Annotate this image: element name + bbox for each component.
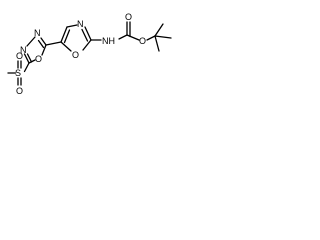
atom-label-n3prime: N xyxy=(77,19,84,29)
bond-c5-c5prime xyxy=(45,41,62,46)
bond-ester-o-cq xyxy=(146,35,156,41)
bond-n4-c5 xyxy=(40,37,47,46)
atom-label-carbonyl-o: O xyxy=(125,12,132,22)
bond-c2-n3-double xyxy=(26,53,33,63)
bond-n3prime-c2prime xyxy=(84,26,92,41)
bond-n3-n4 xyxy=(26,36,36,47)
atom-label-o1: O xyxy=(35,54,42,64)
atom-label-s: S xyxy=(15,68,21,78)
bond-cq-methyl-bottom xyxy=(154,35,160,52)
bond-c5-o1 xyxy=(41,44,47,56)
atom-label-s-o-top: O xyxy=(16,51,23,61)
atom-label-nh: NH xyxy=(102,36,115,46)
bond-c2-n3 xyxy=(23,53,30,64)
atom-label-n4: N xyxy=(34,28,41,38)
bond-s-c2 xyxy=(23,62,30,73)
bond-n3prime-c2prime-double xyxy=(81,28,89,42)
bond-carbonyl-c-ester-o xyxy=(126,34,140,41)
bond-o1prime-c5prime xyxy=(60,41,72,52)
atom-label-s-o-bottom: O xyxy=(16,86,23,96)
atom-label-ester-o: O xyxy=(139,36,146,46)
bond-cq-methyl-right xyxy=(154,35,172,39)
chemical-structure: N N O S O O N O NH O O xyxy=(7,12,172,96)
bond-nh-carbonyl-c xyxy=(118,34,128,40)
bond-c2prime-o1prime xyxy=(82,39,92,51)
bond-n4-c5-double xyxy=(37,39,45,49)
bond-c5prime-c4prime-double xyxy=(63,29,71,44)
bond-c4prime-n3prime xyxy=(66,24,78,28)
bonds xyxy=(7,21,172,86)
atom-labels: N N O S O O N O NH O O xyxy=(15,12,146,96)
bond-c5prime-c4prime xyxy=(60,26,68,43)
atom-label-o1prime: O xyxy=(72,50,79,60)
bond-cq-methyl-top xyxy=(154,23,164,37)
bond-o1-c2 xyxy=(28,59,36,64)
atom-label-n3: N xyxy=(20,45,27,55)
